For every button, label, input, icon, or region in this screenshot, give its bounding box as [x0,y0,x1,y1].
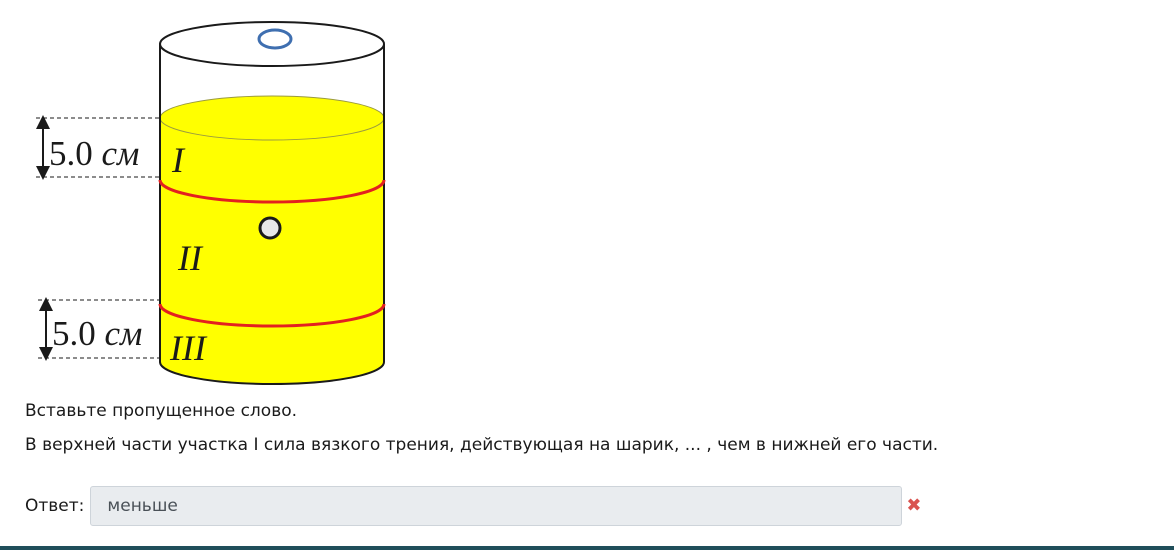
answer-row: Ответ: меньше ✖ [25,486,922,526]
bottom-divider [0,546,1174,550]
cylinder-figure: 5.0 см 5.0 см I II III [36,21,386,385]
cylinder-bottom-rim [159,361,385,385]
task-question: В верхней части участка I сила вязкого т… [25,435,939,455]
ball [258,216,282,240]
zone-label-2: II [177,238,204,278]
bottom-measure-label: 5.0 см [52,314,142,353]
boundary-line-upper [158,179,386,204]
zone-label-1: I [171,140,186,180]
liquid-fill [160,96,384,384]
top-measure-value: 5.0 [49,134,93,173]
lid-opening [257,28,293,50]
answer-field[interactable]: меньше [90,486,903,526]
zone-label-3: III [169,328,208,368]
liquid-surface [159,95,385,141]
bottom-measure-unit: см [105,314,143,353]
bottom-measure-value: 5.0 [52,314,96,353]
task-instruction: Вставьте пропущенное слово. [25,401,298,421]
cross-icon: ✖ [906,495,922,516]
answer-label: Ответ: [25,496,85,516]
answer-value: меньше [107,496,178,516]
cylinder-top-rim [159,21,385,67]
top-measure-unit: см [102,134,140,173]
boundary-line-lower [158,303,386,328]
top-measure-label: 5.0 см [49,134,139,173]
